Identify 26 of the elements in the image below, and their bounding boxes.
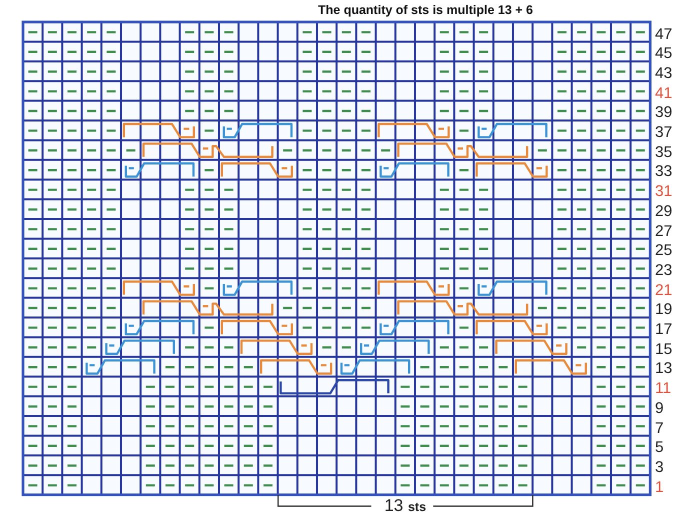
row-number: 39: [655, 103, 672, 123]
row-number: 15: [655, 340, 672, 360]
row-number: 1: [655, 478, 664, 498]
row-number: 35: [655, 142, 672, 162]
row-number: 45: [655, 44, 672, 64]
row-number: 43: [655, 64, 672, 84]
row-number: 37: [655, 123, 672, 143]
row-number: 41: [655, 84, 672, 104]
row-number: 9: [655, 398, 664, 418]
row-number: 11: [655, 379, 672, 399]
repeat-width-label: 13 sts: [384, 496, 426, 517]
row-number: 31: [655, 182, 672, 202]
row-number: 5: [655, 438, 664, 458]
row-number: 13: [655, 359, 672, 380]
row-number: 25: [655, 241, 672, 261]
row-number: 3: [655, 458, 664, 478]
row-number: 33: [655, 162, 672, 182]
chart-title: The quantity of sts is multiple 13 + 6: [318, 2, 533, 18]
row-number: 29: [655, 202, 672, 222]
row-number: 21: [655, 280, 672, 300]
row-number: 23: [655, 260, 672, 281]
row-number: 27: [655, 222, 672, 242]
row-number: 17: [655, 320, 672, 340]
row-number: 19: [655, 300, 672, 320]
row-number: 47: [655, 24, 672, 44]
row-number: 7: [655, 418, 664, 438]
